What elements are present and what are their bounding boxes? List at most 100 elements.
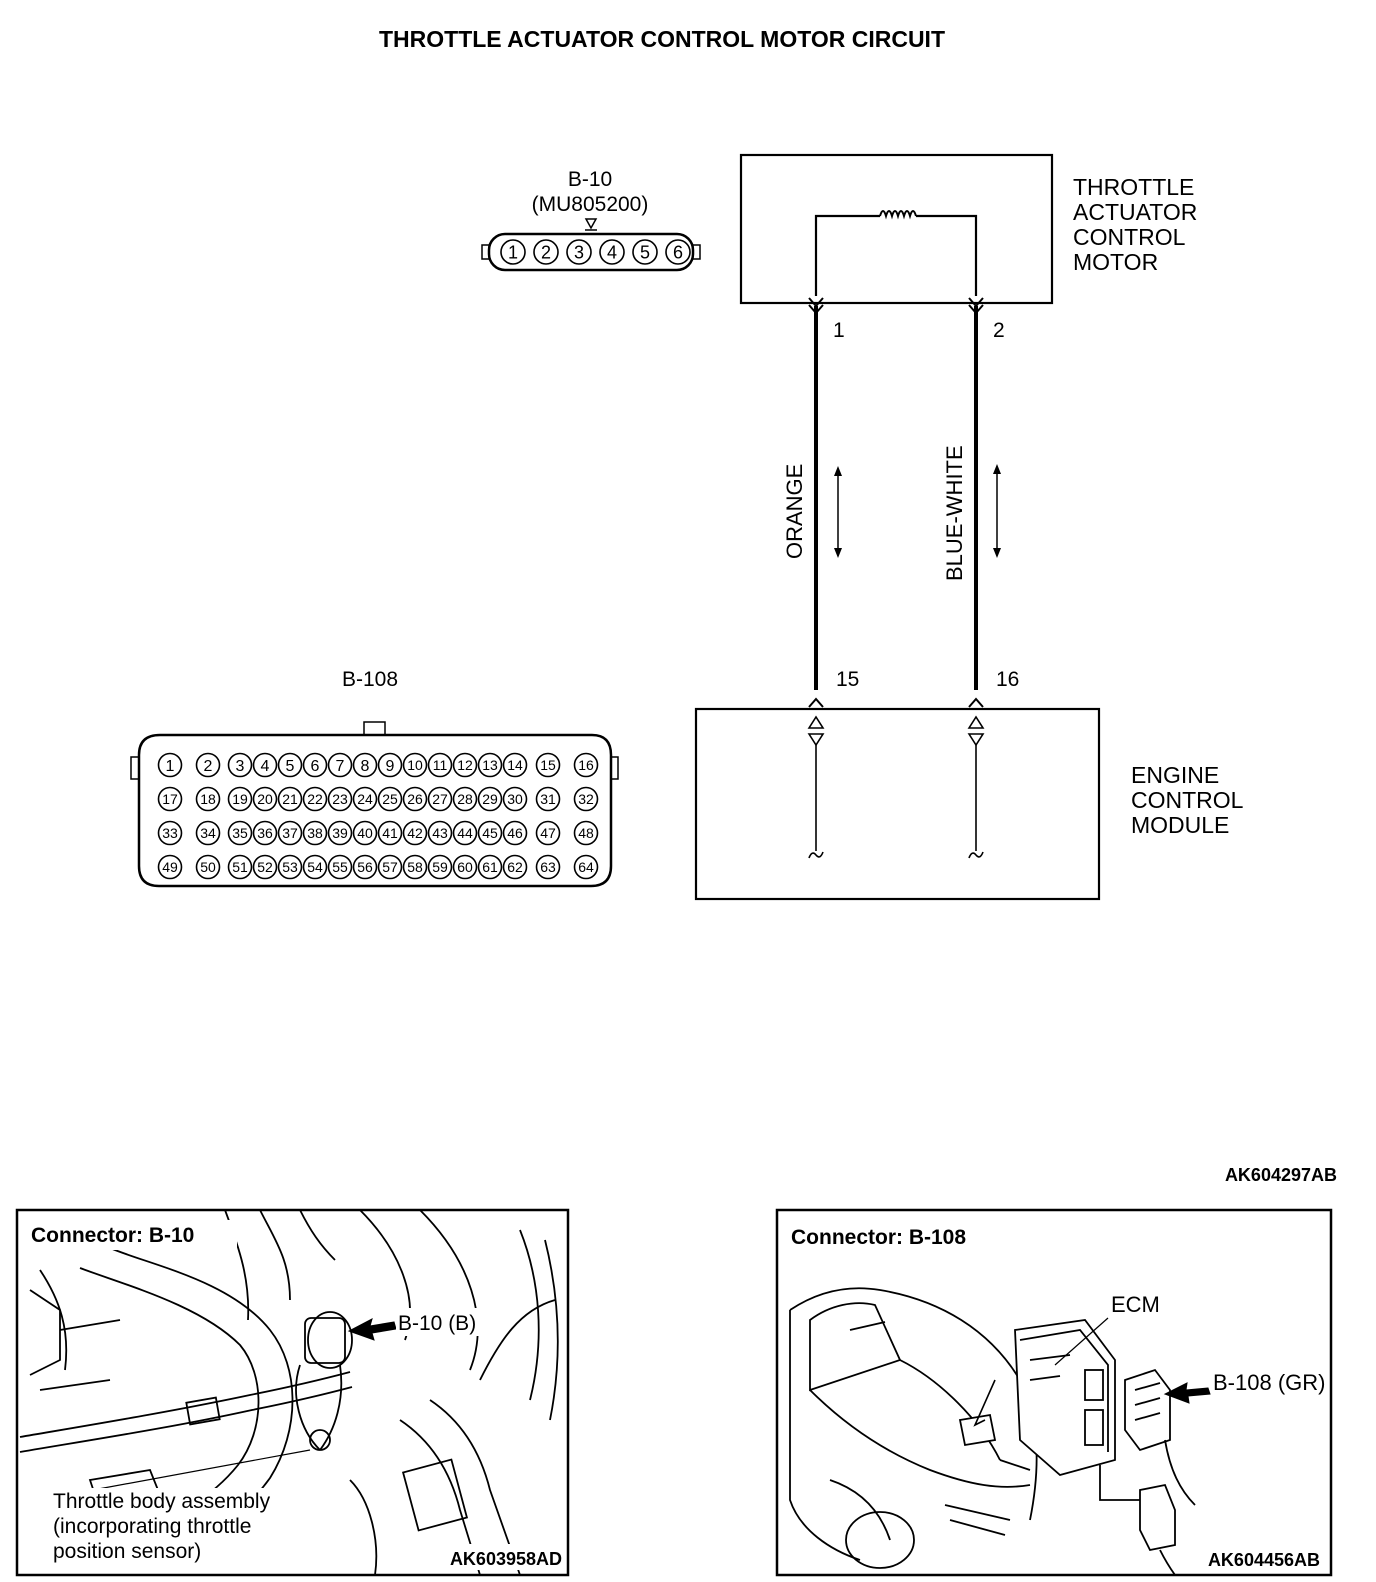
motor-box: [739, 153, 1054, 305]
b108-label: B-108: [342, 668, 398, 691]
b10-pin-1: 1: [500, 239, 526, 265]
wire-color-orange: ORANGE: [782, 464, 807, 559]
b108-pin-59-label: 59: [432, 859, 448, 875]
b108-pin-10-label: 10: [407, 757, 423, 773]
b108-pin-59: 59: [427, 854, 453, 880]
b108-pin-46-label: 46: [507, 825, 523, 841]
b108-pin-6-label: 6: [311, 758, 320, 775]
b108-pin-37: 37: [277, 820, 303, 846]
b10-pin-2-label: 2: [541, 242, 551, 262]
b108-pin-7-label: 7: [336, 758, 345, 775]
motor-label-line-3: CONTROL: [1073, 224, 1186, 250]
b108-pin-29: 29: [477, 786, 503, 812]
b108-pin-17: 17: [157, 786, 183, 812]
b108-pin-58: 58: [402, 854, 428, 880]
b108-pin-19: 19: [227, 786, 253, 812]
throttle-body-caption-1: Throttle body assembly: [53, 1490, 271, 1513]
b108-pin-47-label: 47: [540, 825, 556, 841]
b108-pin-29-label: 29: [482, 791, 498, 807]
b10-pin-6-label: 6: [673, 242, 683, 262]
b108-pin-62-label: 62: [507, 859, 523, 875]
b108-pin-11-label: 11: [433, 757, 448, 773]
ecm-label-line-2: CONTROL: [1131, 787, 1244, 813]
motor-label-line-1: THROTTLE: [1073, 174, 1194, 200]
panel-right-code: AK604456AB: [1208, 1550, 1320, 1570]
b108-pin-13-label: 13: [482, 757, 498, 773]
b108-pin-55-label: 55: [332, 859, 348, 875]
b10-part-number: (MU805200): [532, 193, 649, 216]
b108-pin-43: 43: [427, 820, 453, 846]
b108-pin-33-label: 33: [162, 825, 178, 841]
b108-pin-54: 54: [302, 854, 328, 880]
b108-pin-9-label: 9: [386, 758, 395, 775]
b108-pin-13: 13: [477, 752, 503, 778]
b108-pin-26: 26: [402, 786, 428, 812]
b108-pin-49-label: 49: [162, 859, 178, 875]
b10-pin-2: 2: [533, 239, 559, 265]
b108-pin-38: 38: [302, 820, 328, 846]
panel-left-code: AK603958AD: [450, 1549, 562, 1569]
b108-pin-48: 48: [573, 820, 599, 846]
b10-label: B-10: [568, 168, 612, 191]
b108-pin-27: 27: [427, 786, 453, 812]
b108-pin-12: 12: [452, 752, 478, 778]
b108-pin-1-label: 1: [166, 758, 175, 775]
throttle-body-caption-2: (incorporating throttle: [53, 1515, 251, 1538]
b108-pin-40: 40: [352, 820, 378, 846]
b108-pin-57: 57: [377, 854, 403, 880]
b108-pin-31-label: 31: [540, 791, 556, 807]
panel-left-heading: Connector: B-10: [31, 1224, 194, 1247]
b108-pin-36: 36: [252, 820, 278, 846]
b108-pin-38-label: 38: [307, 825, 323, 841]
signal-arrow-orange: [834, 466, 842, 558]
b108-pin-49: 49: [157, 854, 183, 880]
b10-pin-1-label: 1: [508, 242, 518, 262]
b108-pin-14-label: 14: [507, 757, 523, 773]
b108-pin-25-label: 25: [382, 791, 398, 807]
b10-pointer-arrow: [347, 1318, 397, 1341]
b108-pin-41-label: 41: [382, 825, 398, 841]
b108-pin-15: 15: [535, 752, 561, 778]
b108-pin-54-label: 54: [307, 859, 323, 875]
ecm-unit-illustration: [1014, 1319, 1116, 1476]
b108-pin-52: 52: [252, 854, 278, 880]
b108-pin-2: 2: [195, 752, 221, 778]
b108-pin-20-label: 20: [257, 791, 273, 807]
panel-connector-b10: Connector: B-10 B-10 (B) Throttle body a…: [15, 1208, 570, 1577]
b108-pin-23-label: 23: [332, 791, 348, 807]
b108-pin-56: 56: [352, 854, 378, 880]
b108-pin-28-label: 28: [457, 791, 473, 807]
b108-pointer-arrow: [1163, 1382, 1211, 1404]
ecm-terminal-16-symbol: [968, 697, 984, 708]
b10-pin-5: 5: [632, 239, 658, 265]
b108-pin-18: 18: [195, 786, 221, 812]
b108-pin-45-label: 45: [482, 825, 498, 841]
b108-pin-53-label: 53: [282, 859, 298, 875]
ecm-terminal-15-symbol: [808, 697, 824, 708]
b108-pin-44: 44: [452, 820, 478, 846]
ecm-pin-15: 15: [836, 668, 859, 691]
b108-pin-2-label: 2: [204, 758, 213, 775]
b108-pin-60: 60: [452, 854, 478, 880]
b108-pin-35: 35: [227, 820, 253, 846]
b108-pin-35-label: 35: [232, 825, 248, 841]
ecm-box: [694, 707, 1101, 901]
b108-pin-26-label: 26: [407, 791, 423, 807]
b10-pin-3: 3: [566, 239, 592, 265]
engine-control-module: ENGINE CONTROL MODULE: [694, 707, 1244, 901]
page-title: THROTTLE ACTUATOR CONTROL MOTOR CIRCUIT: [379, 26, 945, 52]
b108-pin-3-label: 3: [236, 758, 245, 775]
b108-pin-25: 25: [377, 786, 403, 812]
b108-pin-62: 62: [502, 854, 528, 880]
b108-pin-39-label: 39: [332, 825, 348, 841]
b108-pin-34: 34: [195, 820, 221, 846]
b108-pin-16-label: 16: [578, 757, 594, 773]
b108-pin-6: 6: [302, 752, 328, 778]
b108-pin-9: 9: [377, 752, 403, 778]
b108-pin-32-label: 32: [578, 791, 594, 807]
b108-pin-5: 5: [277, 752, 303, 778]
motor-pin-1: 1: [833, 319, 845, 342]
panel-connector-b108: Connector: B-108: [775, 1208, 1333, 1577]
b108-pin-24: 24: [352, 786, 378, 812]
